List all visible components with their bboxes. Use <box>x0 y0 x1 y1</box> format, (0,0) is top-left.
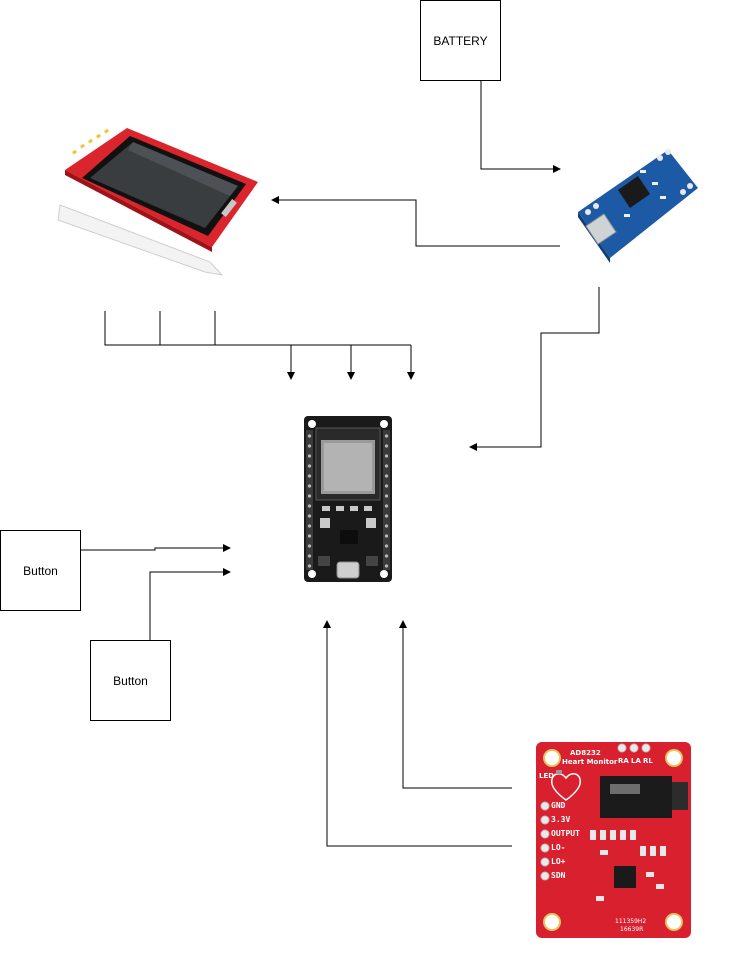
wire-charger-to-mcu <box>469 287 600 451</box>
wire-heart-to-mcu-2 <box>323 620 512 847</box>
battery-block: BATTERY <box>420 0 501 81</box>
button-block-2: Button <box>90 640 171 721</box>
wire-battery-to-charger <box>480 81 561 173</box>
button-label-1: Button <box>23 563 58 578</box>
wire-charger-to-display <box>271 196 560 247</box>
wire-display-bus <box>104 311 411 346</box>
button-label-2: Button <box>113 673 148 688</box>
wire-button2-to-mcu <box>149 568 231 640</box>
battery-label: BATTERY <box>433 33 488 48</box>
wire-heart-to-mcu-1 <box>399 620 512 789</box>
button-block-1: Button <box>0 530 81 611</box>
wire-button1-to-mcu <box>81 544 231 552</box>
